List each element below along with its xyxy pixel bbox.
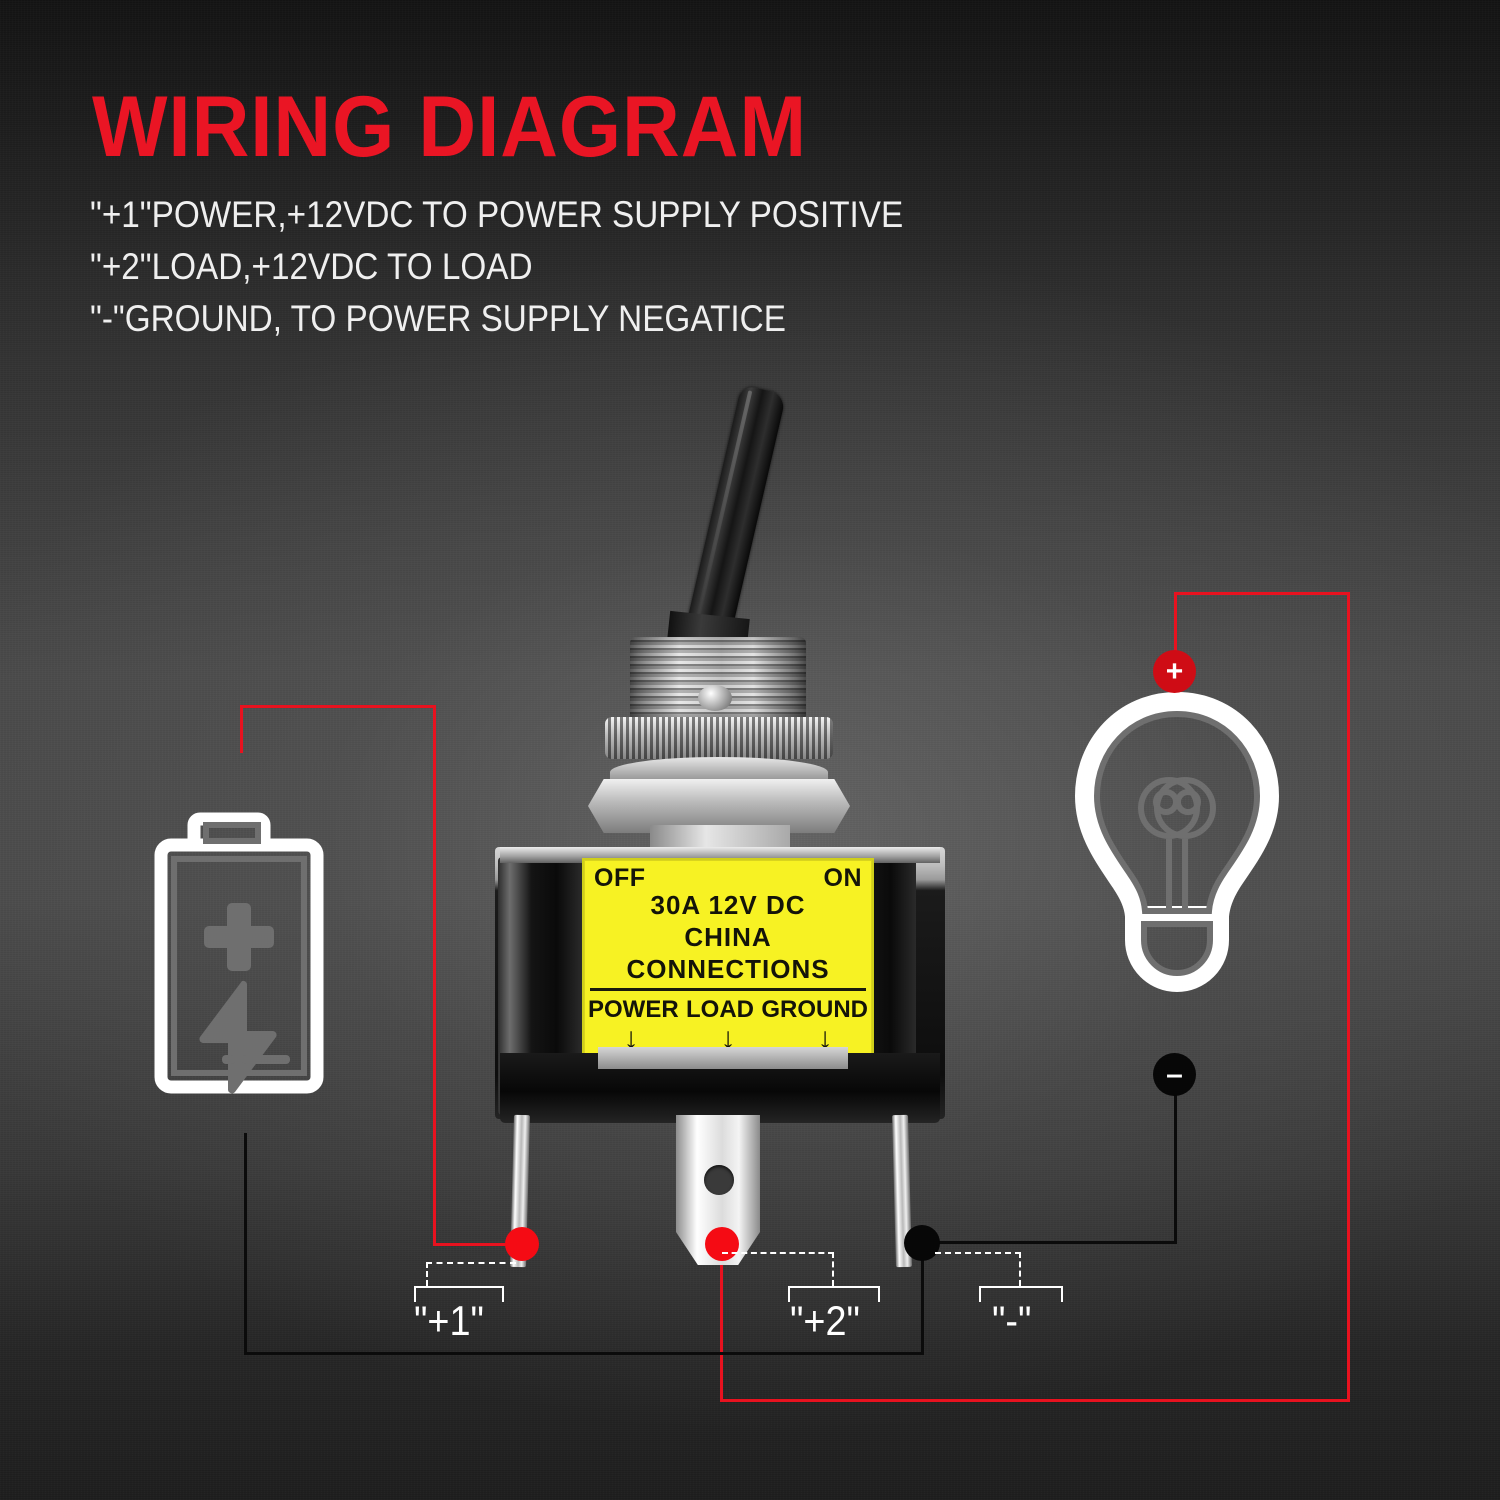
spade-hole-icon [704, 1165, 734, 1195]
label-terminal-names: POWER LOAD GROUND [588, 996, 868, 1024]
callout-dash-load-h [722, 1252, 834, 1254]
callout-dash-load-v [832, 1252, 834, 1286]
callout-dash-ground-h [935, 1252, 1021, 1254]
bulb-positive-badge: + [1153, 650, 1196, 693]
terminal-dot-load [705, 1227, 739, 1261]
switch-knurled-nut [605, 717, 833, 759]
arrow-down-icon: ↓ [720, 1022, 736, 1055]
wire-red-battery-top [240, 705, 436, 708]
wire-black-into-bulb-minus [1174, 1075, 1177, 1243]
wire-red-load-riser [1347, 592, 1350, 1402]
terminal-dot-power [505, 1227, 539, 1261]
legend-line-load: "+2"LOAD,+12VDC TO LOAD [90, 246, 533, 287]
label-origin-text: CHINA [684, 922, 772, 952]
label-terminal-ground: GROUND [761, 996, 868, 1023]
wire-red-battery-riser [240, 705, 243, 753]
arrow-down-icon: ↓ [623, 1022, 639, 1055]
terminal-dot-ground [904, 1225, 940, 1261]
light-bulb-icon [1068, 688, 1286, 1068]
label-divider [590, 988, 866, 991]
toggle-switch[interactable]: OFF ON 30A 12V DC CHINA CONNECTIONS POWE… [470, 375, 970, 1268]
label-terminal-power: POWER [588, 996, 679, 1023]
label-terminal-load: LOAD [686, 996, 754, 1023]
arrow-down-icon: ↓ [817, 1022, 833, 1055]
label-on-text: ON [823, 864, 862, 892]
wire-black-bottom [244, 1352, 924, 1355]
battery-icon [148, 783, 330, 1101]
wire-black-ground-riser [921, 1241, 924, 1355]
label-off-text: OFF [594, 864, 646, 892]
callout-label-power: "+1" [414, 1297, 484, 1344]
callout-bracket-ground [979, 1286, 1063, 1302]
label-connections-text: CONNECTIONS [626, 954, 830, 984]
bulb-negative-badge: – [1153, 1053, 1196, 1096]
wire-red-load-drop [720, 1244, 723, 1402]
wire-red-into-bulb-plus [1174, 592, 1177, 672]
callout-label-ground: "-" [992, 1297, 1032, 1344]
callout-bracket-load [788, 1286, 880, 1302]
label-rating-text: 30A 12V DC [650, 890, 806, 920]
callout-dash-power-v [426, 1262, 428, 1286]
callout-label-load: "+2" [790, 1297, 860, 1344]
wire-red-load-bottom [720, 1399, 1350, 1402]
switch-rating-label: OFF ON 30A 12V DC CHINA CONNECTIONS POWE… [582, 858, 874, 1058]
page-title: WIRING DIAGRAM [92, 79, 807, 175]
wire-red-load-top [1175, 592, 1350, 595]
legend-line-power: "+1"POWER,+12VDC TO POWER SUPPLY POSITIV… [90, 194, 904, 235]
switch-body-notch [598, 1047, 848, 1069]
wire-black-ground-run [921, 1241, 1177, 1244]
callout-dash-power-h [426, 1262, 516, 1264]
wire-red-down-to-terminal1 [433, 705, 436, 1245]
label-terminal-arrows: ↓ ↓ ↓ [588, 1024, 868, 1054]
switch-hex-nut [588, 779, 850, 833]
callout-dash-ground-v [1019, 1252, 1021, 1286]
legend-line-ground: "-"GROUND, TO POWER SUPPLY NEGATICE [90, 298, 786, 339]
wire-red-into-terminal1 [433, 1243, 525, 1246]
wire-black-battery-drop [244, 1133, 247, 1355]
switch-lever[interactable] [682, 384, 787, 651]
bushing-screw-icon [698, 685, 732, 711]
callout-bracket-power [414, 1286, 504, 1302]
